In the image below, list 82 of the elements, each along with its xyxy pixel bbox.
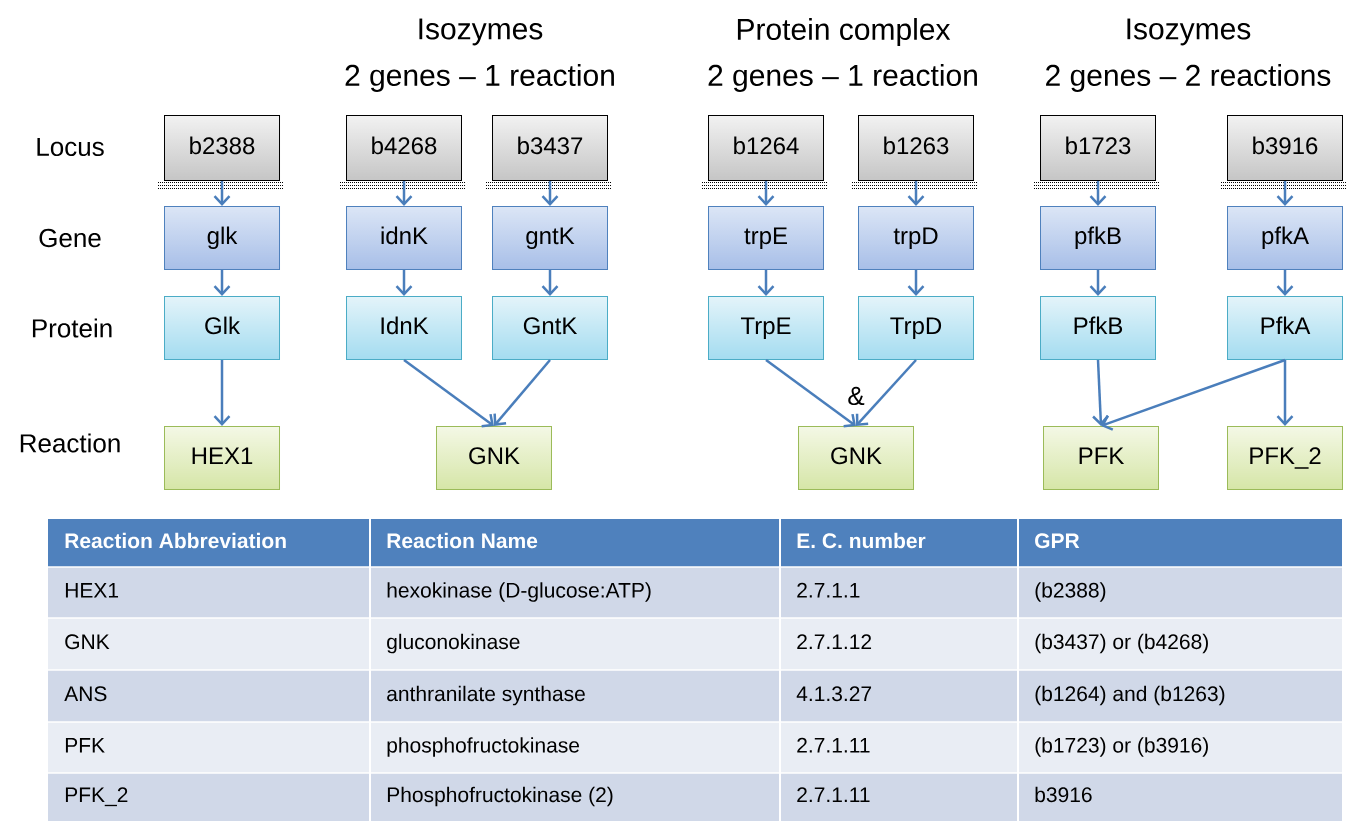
table-cell: PFK — [48, 722, 369, 773]
table-cell: (b3437) or (b4268) — [1019, 618, 1342, 670]
arrow — [1276, 360, 1294, 426]
arrow — [1101, 358, 1286, 431]
table-cell: 4.1.3.27 — [781, 670, 1017, 722]
arrow — [765, 358, 856, 428]
table-header-cell: E. C. number — [781, 519, 1017, 567]
row-label: Gene — [39, 228, 101, 248]
group-subheading: 2 genes – 2 reactions — [1046, 64, 1331, 92]
table-header-cell: Reaction Name — [371, 519, 779, 567]
protein-box: TrpE — [708, 296, 824, 360]
arrow — [395, 270, 413, 296]
table-cell: hexokinase (D-glucose:ATP) — [371, 567, 779, 618]
table-cell: Phosphofructokinase (2) — [371, 773, 779, 821]
gene-box: pfkA — [1227, 206, 1343, 270]
arrow — [907, 270, 925, 296]
protein-box: Glk — [164, 296, 280, 360]
group-heading: Isozymes — [1127, 18, 1251, 46]
group-heading: Isozymes — [419, 18, 543, 46]
locus-box: b3437 — [485, 115, 613, 189]
arrow — [213, 181, 231, 206]
arrow — [493, 359, 551, 426]
table-cell: 2.7.1.1 — [781, 567, 1017, 618]
protein-box: IdnK — [346, 296, 462, 360]
arrow — [213, 360, 231, 426]
arrow — [907, 181, 925, 206]
arrow — [855, 359, 917, 426]
arrow — [213, 270, 231, 296]
group-heading: Protein complex — [737, 18, 951, 46]
reaction-box: GNK — [798, 426, 914, 490]
row-label: Reaction — [20, 433, 120, 453]
arrow — [541, 181, 559, 206]
table-cell: HEX1 — [48, 567, 369, 618]
gene-box: glk — [164, 206, 280, 270]
reaction-box: HEX1 — [164, 426, 280, 490]
gene-box: gntK — [492, 206, 608, 270]
reaction-box: PFK_2 — [1227, 426, 1343, 490]
protein-box: GntK — [492, 296, 608, 360]
arrow — [757, 270, 775, 296]
arrow — [1276, 270, 1294, 296]
and-symbol: & — [848, 386, 865, 406]
arrow — [757, 181, 775, 206]
table-cell: (b1723) or (b3916) — [1019, 722, 1342, 773]
table-cell: PFK_2 — [48, 773, 369, 821]
arrow — [1089, 270, 1107, 296]
table-cell: phosphofructokinase — [371, 722, 779, 773]
table-header-cell: GPR — [1019, 519, 1342, 567]
table-cell: gluconokinase — [371, 618, 779, 670]
arrow — [1276, 181, 1294, 206]
table-cell: (b2388) — [1019, 567, 1342, 618]
arrow — [541, 270, 559, 296]
table-cell: GNK — [48, 618, 369, 670]
table-header-cell: Reaction Abbreviation — [48, 519, 369, 567]
protein-box: PfkA — [1227, 296, 1343, 360]
locus-box: b1723 — [1033, 115, 1161, 189]
table-cell: 2.7.1.11 — [781, 773, 1017, 821]
arrow — [403, 358, 494, 428]
reaction-box: GNK — [436, 426, 552, 490]
locus-box: b3916 — [1220, 115, 1348, 189]
table-cell: anthranilate synthase — [371, 670, 779, 722]
table-cell: ANS — [48, 670, 369, 722]
arrow — [395, 181, 413, 206]
locus-box: b2388 — [157, 115, 285, 189]
gene-box: pfkB — [1040, 206, 1156, 270]
table-cell: 2.7.1.11 — [781, 722, 1017, 773]
protein-box: TrpD — [858, 296, 974, 360]
table-cell: (b1264) and (b1263) — [1019, 670, 1342, 722]
protein-box: PfkB — [1040, 296, 1156, 360]
gene-box: trpD — [858, 206, 974, 270]
table-cell: b3916 — [1019, 773, 1342, 821]
reaction-box: PFK — [1043, 426, 1159, 490]
locus-box: b1263 — [851, 115, 979, 189]
arrow — [1089, 181, 1107, 206]
row-label: Locus — [37, 137, 104, 157]
gene-box: idnK — [346, 206, 462, 270]
gene-box: trpE — [708, 206, 824, 270]
locus-box: b4268 — [339, 115, 467, 189]
row-label: Protein — [32, 318, 112, 338]
locus-box: b1264 — [701, 115, 829, 189]
group-subheading: 2 genes – 1 reaction — [345, 64, 614, 92]
group-subheading: 2 genes – 1 reaction — [708, 64, 977, 92]
table-cell: 2.7.1.12 — [781, 618, 1017, 670]
